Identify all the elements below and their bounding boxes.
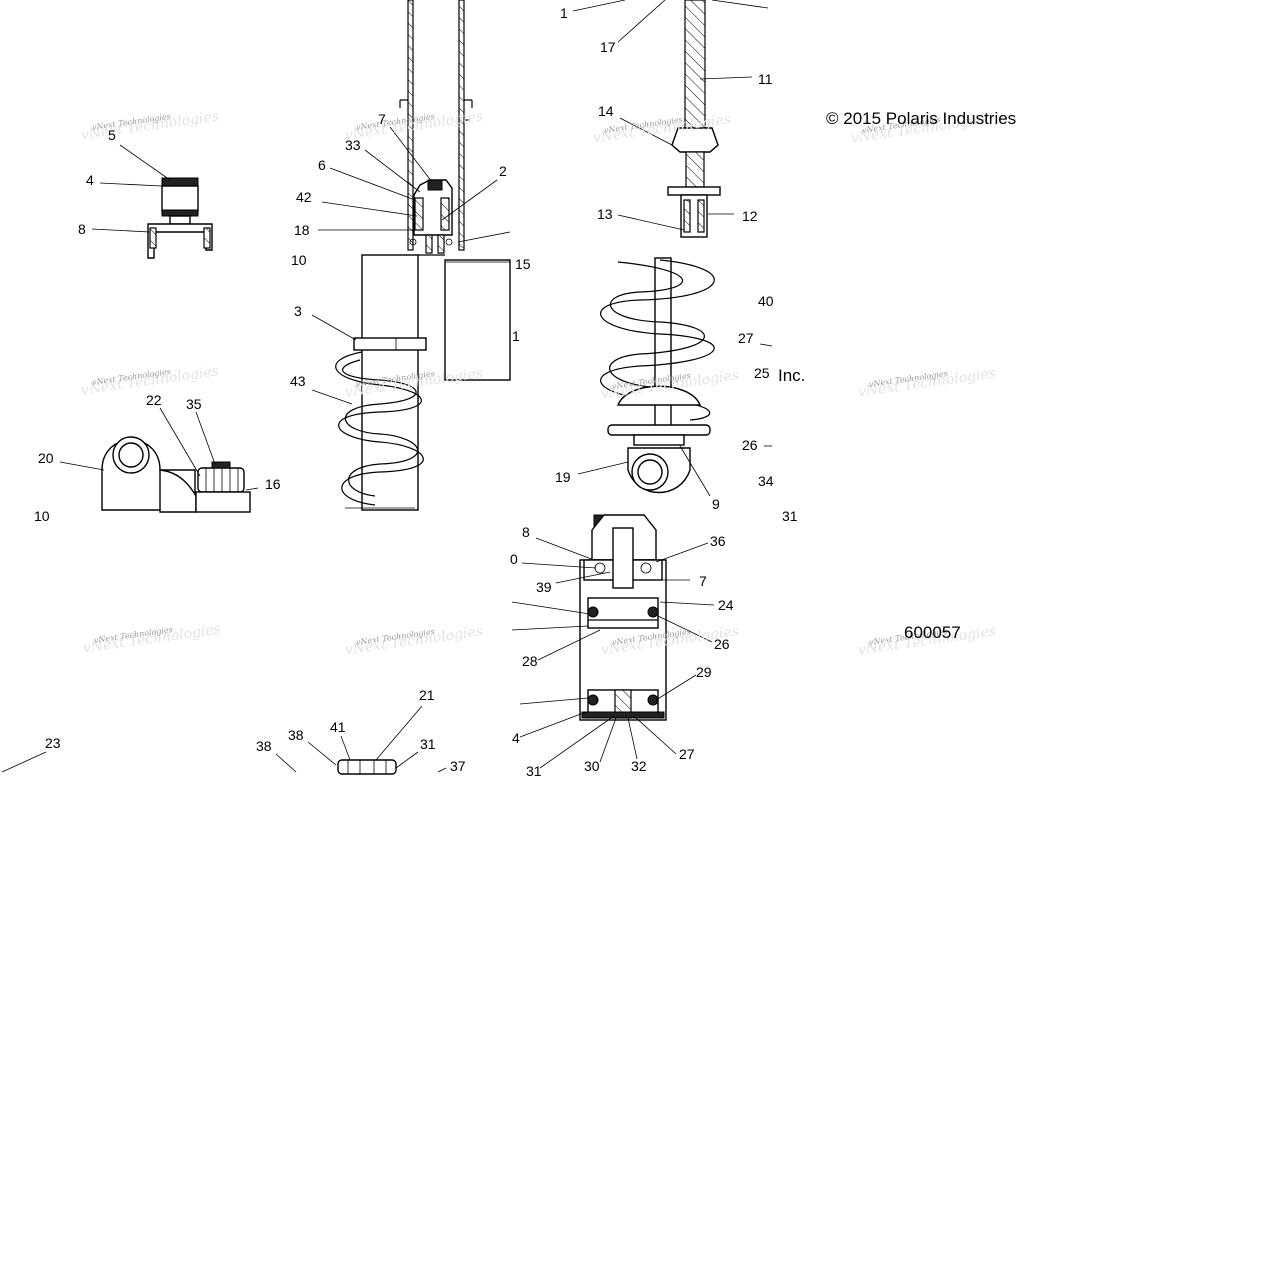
callout-c25: 25: [754, 365, 770, 381]
body-eye-detail: [101, 436, 251, 513]
callout-c4: 4: [86, 172, 94, 188]
callout-c11: 11: [758, 71, 773, 87]
callout-c18: 18: [294, 222, 310, 238]
callout-c8b: 8: [522, 524, 530, 540]
callout-c31a: 31: [782, 508, 798, 524]
callout-c40: 40: [758, 293, 774, 309]
callout-c37: 37: [450, 758, 466, 774]
callout-c20: 20: [38, 450, 54, 466]
callout-c10b: 10: [34, 508, 50, 524]
callout-c33: 33: [345, 137, 361, 153]
callout-c35: 35: [186, 396, 202, 412]
reservoir-cap-detail: [337, 759, 397, 775]
callout-c27a: 27: [738, 330, 754, 346]
callout-c22: 22: [146, 392, 162, 408]
callout-c27b: 27: [679, 746, 695, 762]
callout-c1: 1: [560, 5, 568, 21]
figure-id: 600057: [904, 623, 961, 642]
callout-c7b: 7: [699, 573, 707, 589]
callout-c41: 41: [330, 719, 346, 735]
callout-c38b: 38: [288, 727, 304, 743]
reservoir-section: [579, 514, 667, 721]
callout-c26a: 26: [742, 437, 758, 453]
watermarks: vNext Technologies vNext Technologies vN…: [80, 108, 997, 658]
callout-c34b: 4: [512, 730, 520, 746]
copyright-notice: © 2015 Polaris Industries: [826, 109, 1016, 128]
callout-c31b: 31: [526, 763, 542, 779]
leader-lines: [1, 0, 773, 773]
callout-c13: 13: [597, 206, 613, 222]
callout-c28: 28: [522, 653, 538, 669]
callout-c7a: 7: [378, 111, 386, 127]
callout-c2: 2: [499, 163, 507, 179]
callout-c14: 14: [598, 103, 614, 119]
callout-c39: 39: [536, 579, 552, 595]
callout-c10a: 10: [291, 252, 307, 268]
callout-c0: 0: [510, 551, 518, 567]
callout-c31c: 31: [420, 736, 436, 752]
spring-lower-eye-assembly: [600, 257, 715, 494]
callout-c24: 24: [718, 597, 734, 613]
callout-c6: 6: [318, 157, 326, 173]
callout-c23: 23: [45, 735, 61, 751]
callout-c42: 42: [296, 189, 312, 205]
callout-c3: 3: [294, 303, 302, 319]
callout-c43: 43: [290, 373, 306, 389]
callout-c26b: 26: [714, 636, 730, 652]
callout-c36: 36: [710, 533, 726, 549]
callout-c38a: 38: [256, 738, 272, 754]
shaft-assembly: [667, 0, 721, 238]
callout-c1b: 1: [512, 328, 520, 344]
callout-c34a: 34: [758, 473, 774, 489]
callout-c12: 12: [742, 208, 758, 224]
main-shock-assembly: [335, 0, 511, 511]
callout-c5: 5: [108, 127, 116, 143]
callout-c15: 15: [515, 256, 531, 272]
callout-c21: 21: [419, 687, 435, 703]
copyright-fragment: Inc.: [778, 366, 805, 385]
callout-c30: 30: [584, 758, 600, 774]
callout-c19: 19: [555, 469, 571, 485]
callout-c17: 17: [600, 39, 616, 55]
callout-c8a: 8: [78, 221, 86, 237]
callout-c29: 29: [696, 664, 712, 680]
callout-c9: 9: [712, 496, 720, 512]
callout-c32: 32: [631, 758, 647, 774]
upper-mount-detail: [147, 177, 213, 259]
callout-c16: 16: [265, 476, 281, 492]
